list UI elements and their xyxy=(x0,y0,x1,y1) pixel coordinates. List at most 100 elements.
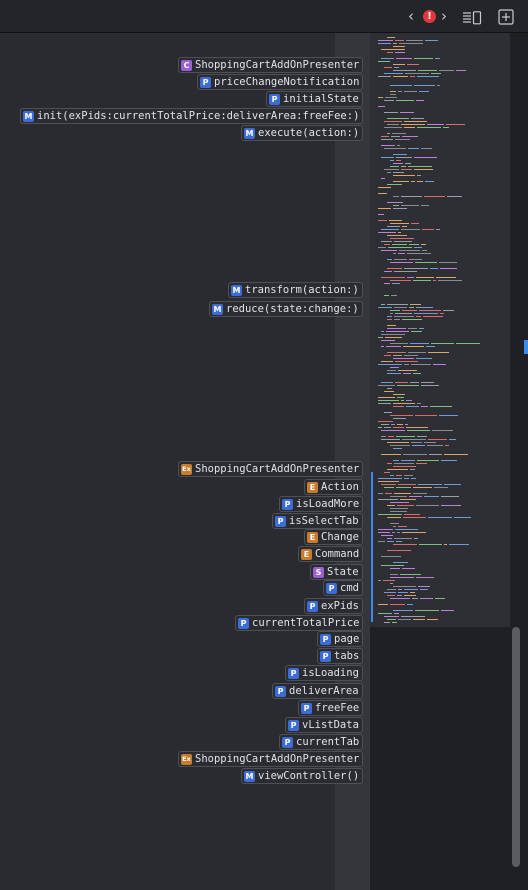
minimap-code-line xyxy=(419,328,424,329)
minimap-code-line xyxy=(395,361,418,362)
minimap-code-line xyxy=(378,214,384,215)
minimap-code-line xyxy=(426,346,435,347)
minimap-code-line xyxy=(397,532,400,533)
minimap-code-line xyxy=(381,382,393,383)
minimap-code-line xyxy=(418,70,437,71)
minimap-code-line xyxy=(394,463,414,464)
minimap-code-line xyxy=(414,313,438,314)
minimap-code-line xyxy=(429,454,442,455)
minimap-code-line xyxy=(394,538,412,539)
minimap-code-line xyxy=(389,220,402,221)
minimap-code-line xyxy=(408,166,432,167)
minimap-code-line xyxy=(398,232,401,233)
minimap-code-line xyxy=(390,475,394,476)
method-badge-icon: M xyxy=(244,127,255,139)
minimap-code-line xyxy=(387,133,390,134)
minimap-code-line xyxy=(390,445,410,446)
property-badge-icon: P xyxy=(269,93,280,105)
minimap-code-line xyxy=(390,94,396,95)
minimap-code-line xyxy=(446,124,465,125)
scrollbar-thumb[interactable] xyxy=(512,627,520,867)
minimap-code-line xyxy=(418,586,430,587)
minimap-code-line xyxy=(416,307,433,308)
minimap-code-line xyxy=(378,427,382,428)
minimap-code-line xyxy=(396,58,412,59)
minimap-code-line xyxy=(387,505,395,506)
minimap-code-line xyxy=(378,187,391,188)
minimap-code-line xyxy=(407,64,419,65)
minimap-code-line xyxy=(410,343,429,344)
code-minimap[interactable] xyxy=(370,33,510,627)
add-editor-icon[interactable] xyxy=(498,9,514,25)
symbol-label: isLoadMore xyxy=(296,498,360,510)
symbol-label: priceChangeNotification xyxy=(214,76,360,88)
minimap-code-line xyxy=(402,568,415,569)
symbol-label: deliverArea xyxy=(289,685,359,697)
minimap-code-line xyxy=(397,397,404,398)
minimap-code-line xyxy=(411,181,415,182)
minimap-code-line xyxy=(405,73,429,74)
minimap-code-line xyxy=(378,307,392,308)
minimap-code-line xyxy=(387,118,409,119)
minimap-code-line xyxy=(390,367,399,368)
minimap-code-line xyxy=(449,439,456,440)
minimap-code-line xyxy=(400,574,421,575)
error-indicator-icon[interactable]: ! xyxy=(423,10,436,23)
minimap-code-line xyxy=(414,85,435,86)
property-badge-icon: P xyxy=(301,702,312,714)
minimap-code-line xyxy=(381,178,385,179)
property-badge-icon: P xyxy=(320,650,331,662)
minimap-code-line xyxy=(387,37,395,38)
minimap-code-line xyxy=(378,403,391,404)
minimap-code-line xyxy=(393,253,396,254)
minimap-code-line xyxy=(404,475,413,476)
minimap-code-line xyxy=(396,160,401,161)
minimap-code-line xyxy=(387,316,392,317)
minimap-code-line xyxy=(440,313,444,314)
list-lines-icon[interactable] xyxy=(462,10,482,25)
minimap-code-line xyxy=(393,46,405,47)
symbol-label: ShoppingCartAddOnPresenter xyxy=(195,59,360,71)
minimap-code-line xyxy=(387,442,409,443)
minimap-code-line xyxy=(404,127,415,128)
symbol-label: Action xyxy=(321,481,359,493)
enum-badge-icon: E xyxy=(307,531,318,543)
back-chevron-icon[interactable]: ‹ xyxy=(408,7,414,25)
minimap-code-line xyxy=(402,532,426,533)
minimap-code-line xyxy=(401,205,419,206)
minimap-code-line xyxy=(381,145,395,146)
minimap-code-line xyxy=(407,604,413,605)
minimap-code-line xyxy=(416,316,421,317)
minimap-code-line xyxy=(436,229,440,230)
minimap-code-line xyxy=(384,271,392,272)
forward-chevron-icon[interactable]: › xyxy=(441,7,447,25)
minimap-code-line xyxy=(416,577,434,578)
symbol-label: Change xyxy=(321,531,359,543)
